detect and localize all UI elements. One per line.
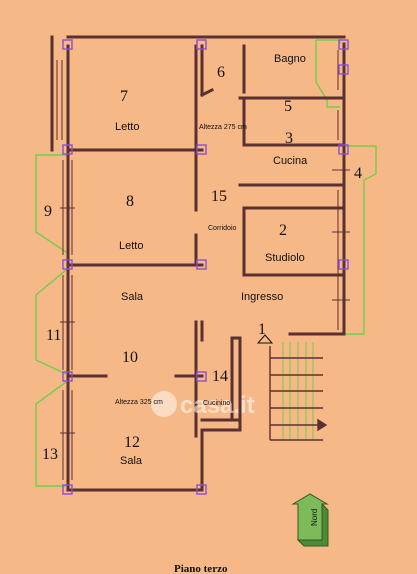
pillars (62, 39, 349, 495)
room-13-number: 13 (42, 446, 58, 463)
room-1-number: 1 (258, 321, 266, 338)
balcony-9 (35, 154, 67, 253)
room-15-label: Corridoio (208, 225, 237, 232)
room-14-number: 14 (212, 368, 228, 385)
room-2-number: 2 (279, 222, 287, 239)
room-9-number: 9 (44, 203, 52, 220)
room-12-number: 12 (124, 434, 140, 451)
room-7-number: 7 (120, 88, 128, 105)
watermark-text: casa.it (180, 392, 255, 419)
balconies (35, 39, 377, 487)
north-arrow-icon: Nord (291, 493, 329, 547)
balcony-4 (344, 145, 377, 335)
plan-caption: Piano terzo (174, 563, 228, 574)
room-8-label: Letto (119, 240, 143, 252)
room-6-number: 6 (217, 64, 225, 81)
room-14-label: Cucinino (203, 400, 230, 407)
balcony-11 (35, 269, 67, 375)
room-7-label: Letto (115, 121, 139, 133)
room-10-height-note: Altezza 325 cm (115, 399, 163, 406)
walls (50, 35, 346, 492)
room-4-number: 4 (354, 165, 362, 182)
room-15-number: 15 (211, 188, 227, 205)
room-3-label: Cucina (273, 155, 308, 167)
room-2-label: Studiolo (265, 252, 305, 264)
room-10-number: 10 (122, 349, 138, 366)
staircase-walls (269, 346, 328, 441)
windows (56, 50, 350, 480)
entrance-marker (256, 334, 274, 344)
room-11-number: 11 (46, 327, 61, 344)
room-8-number: 8 (126, 193, 134, 210)
room-12-label: Sala (120, 455, 143, 467)
watermark: casa.it (151, 391, 255, 419)
balcony-13 (35, 381, 67, 487)
ingresso-label: Ingresso (241, 291, 283, 303)
room-3-number: 3 (285, 130, 293, 147)
room-6-label: Bagno (274, 53, 306, 65)
room-7-height-note: Altezza 275 cm (199, 124, 247, 131)
north-label: Nord (310, 509, 319, 526)
sala-label: Sala (121, 291, 144, 303)
room-5-number: 5 (284, 98, 292, 115)
